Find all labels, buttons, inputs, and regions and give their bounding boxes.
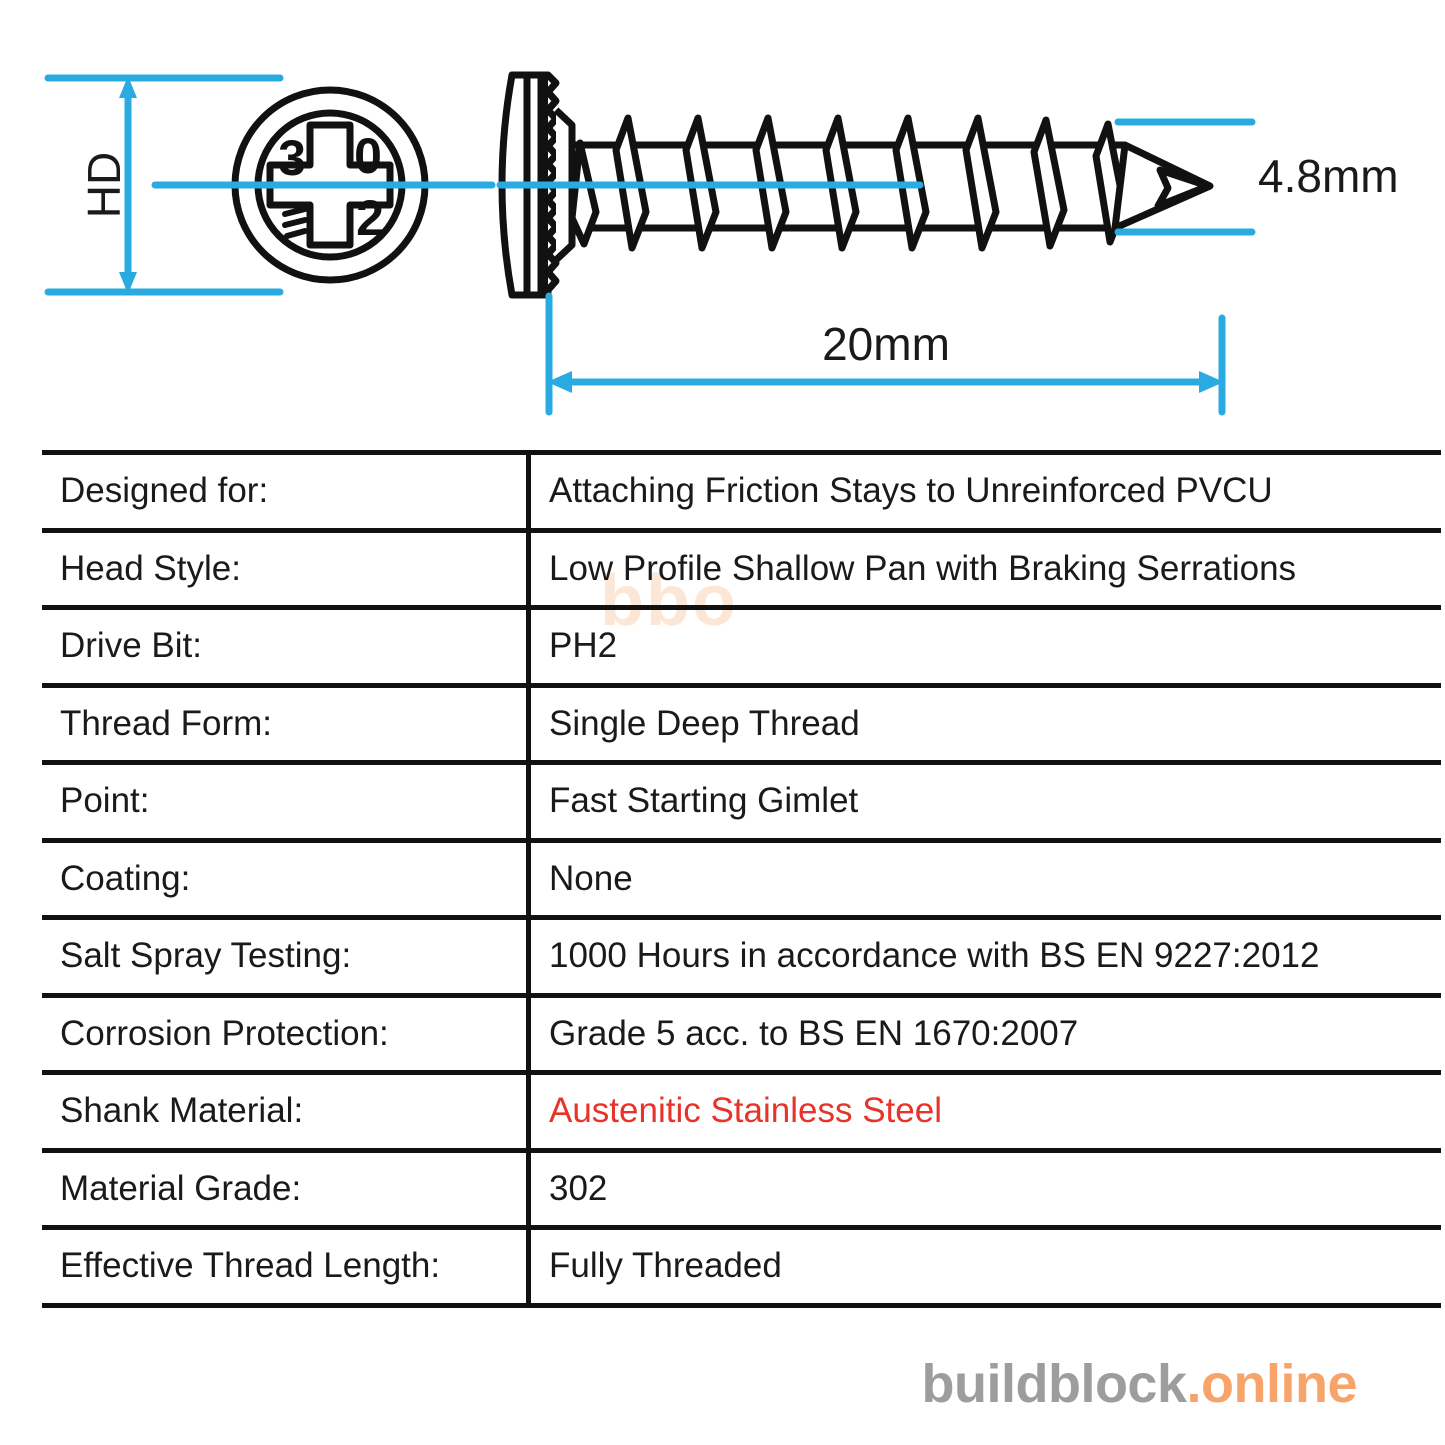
spec-value-highlighted: Austenitic Stainless Steel: [528, 1070, 1441, 1150]
spec-label: Head Style:: [42, 527, 531, 608]
spec-value: None: [528, 837, 1441, 918]
spec-label: Effective Thread Length:: [42, 1225, 531, 1308]
spec-value: Fully Threaded: [528, 1225, 1441, 1308]
head-stamp-digit-3: 3: [278, 130, 306, 186]
spec-label: Corrosion Protection:: [42, 992, 531, 1073]
spec-label: Coating:: [42, 837, 531, 918]
table-row: Drive Bit: PH2: [42, 605, 1441, 685]
table-row: Corrosion Protection: Grade 5 acc. to BS…: [42, 992, 1441, 1073]
screw-length-dimension: [545, 292, 1226, 416]
table-row: Material Grade: 302: [42, 1147, 1441, 1228]
head-diameter-dimension: [44, 74, 284, 296]
head-diameter-label: HD: [78, 152, 130, 218]
head-stamp-stripes-mark: [282, 206, 308, 239]
table-row: Shank Material: Austenitic Stainless Ste…: [42, 1070, 1441, 1150]
spec-label: Material Grade:: [42, 1147, 531, 1228]
spec-value: Low Profile Shallow Pan with Braking Ser…: [528, 527, 1441, 608]
spec-label: Shank Material:: [42, 1070, 531, 1150]
spec-label: Salt Spray Testing:: [42, 915, 531, 995]
screw-length-label: 20mm: [822, 318, 950, 370]
thread-diameter-dimension: [1114, 118, 1256, 236]
spec-value: Attaching Friction Stays to Unreinforced…: [528, 450, 1441, 530]
thread-diameter-label: 4.8mm: [1258, 150, 1399, 202]
spec-value: Fast Starting Gimlet: [528, 760, 1441, 840]
table-row: Thread Form: Single Deep Thread: [42, 682, 1441, 763]
logo-tld-text: .online: [1186, 1354, 1358, 1414]
table-row: Salt Spray Testing: 1000 Hours in accord…: [42, 915, 1441, 995]
table-row: Point: Fast Starting Gimlet: [42, 760, 1441, 840]
spec-value: 302: [528, 1147, 1441, 1228]
spec-value: PH2: [528, 605, 1441, 685]
spec-value: 1000 Hours in accordance with BS EN 9227…: [528, 915, 1441, 995]
screw-side-view: [498, 71, 1214, 299]
table-row: Head Style: Low Profile Shallow Pan with…: [42, 527, 1441, 608]
table-row: Coating: None: [42, 837, 1441, 918]
specification-table-body: Designed for: Attaching Friction Stays t…: [42, 450, 1441, 1308]
table-row: Effective Thread Length: Fully Threaded: [42, 1225, 1441, 1308]
spec-value: Grade 5 acc. to BS EN 1670:2007: [528, 992, 1441, 1073]
spec-value: Single Deep Thread: [528, 682, 1441, 763]
spec-label: Point:: [42, 760, 531, 840]
spec-label: Thread Form:: [42, 682, 531, 763]
spec-label: Designed for:: [42, 450, 531, 530]
product-technical-drawing: HD 3 0 2: [0, 0, 1445, 440]
spec-label: Drive Bit:: [42, 605, 531, 685]
specification-table: Designed for: Attaching Friction Stays t…: [42, 450, 1441, 1308]
head-stamp-digit-2: 2: [356, 190, 384, 246]
head-stamp-digit-0: 0: [354, 128, 382, 184]
logo-brand-text: buildblock: [921, 1354, 1188, 1414]
table-row: Designed for: Attaching Friction Stays t…: [42, 450, 1441, 530]
site-logo: buildblock.online: [922, 1353, 1358, 1415]
